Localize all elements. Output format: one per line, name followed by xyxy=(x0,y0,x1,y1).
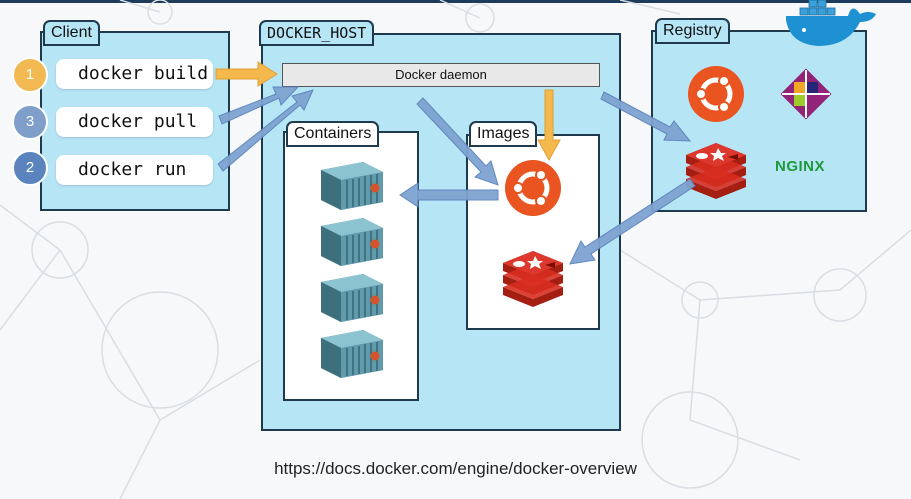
arrow-daemon-to-registry xyxy=(600,91,692,142)
arrow-daemon-to-image xyxy=(416,97,499,186)
nginx-logo: NGINX xyxy=(775,158,826,175)
docker-pull-command[interactable]: docker pull xyxy=(56,107,213,137)
docker-whale-logo xyxy=(786,0,876,46)
step-badge-run: 2 xyxy=(12,150,48,186)
images-title: Images xyxy=(469,121,538,147)
docker-run-command[interactable]: docker run xyxy=(56,155,213,185)
arrow-pull-to-daemon xyxy=(218,86,300,125)
step-badge-pull: 3 xyxy=(12,104,48,140)
arrow-daemon-build-to-images xyxy=(537,89,561,162)
registry-ubuntu-icon xyxy=(688,66,744,122)
registry-redis-icon xyxy=(686,143,746,199)
registry-title: Registry xyxy=(655,18,730,44)
top-bar xyxy=(0,0,911,3)
image-redis-icon xyxy=(503,251,563,307)
docker-build-command[interactable]: docker build xyxy=(56,59,213,89)
registry-centos-icon xyxy=(780,68,832,120)
docker-daemon-bar: Docker daemon xyxy=(282,63,600,87)
step-badge-build: 1 xyxy=(12,57,48,93)
container-icon-4 xyxy=(320,329,384,379)
container-icon-3 xyxy=(320,273,384,323)
container-icon-2 xyxy=(320,217,384,267)
container-icon-1 xyxy=(320,161,384,211)
docker-host-title: DOCKER_HOST xyxy=(259,20,375,46)
source-url[interactable]: https://docs.docker.com/engine/docker-ov… xyxy=(274,459,637,478)
arrow-image-to-containers xyxy=(399,182,499,208)
arrow-run-to-daemon xyxy=(217,89,314,172)
client-title: Client xyxy=(43,20,100,46)
image-ubuntu-icon xyxy=(505,160,561,216)
containers-title: Containers xyxy=(286,121,380,147)
arrow-registry-to-image xyxy=(569,178,696,265)
arrow-build-to-daemon xyxy=(215,61,278,87)
